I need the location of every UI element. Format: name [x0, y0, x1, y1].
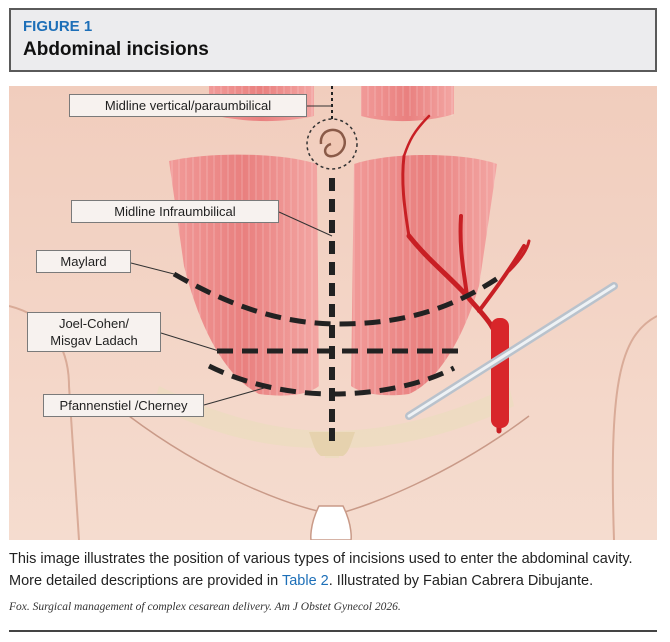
leader-pfannenstiel	[203, 387, 265, 406]
pubic-symphysis	[309, 432, 355, 456]
label-midline-vertical: Midline vertical/paraumbilical	[69, 94, 307, 117]
leader-maylard	[130, 262, 175, 275]
pfannenstiel-incision	[207, 363, 456, 397]
figure-label: FIGURE 1	[23, 18, 93, 35]
citation: Fox. Surgical management of complex cesa…	[9, 601, 401, 613]
figure-header: FIGURE 1 Abdominal incisions	[9, 8, 657, 72]
figure-caption: This image illustrates the position of v…	[9, 548, 659, 592]
label-pfannenstiel: Pfannenstiel /Cherney	[43, 394, 204, 417]
caption-text-2: . Illustrated by Fabian Cabrera Dibujant…	[328, 573, 594, 589]
crotch-shape	[310, 505, 352, 540]
maylard-incision	[172, 271, 503, 327]
figure-title: Abdominal incisions	[23, 39, 209, 60]
abdomen-illustration: Midline vertical/paraumbilical Midline I…	[9, 86, 657, 540]
label-joel-cohen-line2: Misgav Ladach	[50, 333, 138, 348]
label-midline-infraumbilical: Midline Infraumbilical	[71, 200, 279, 223]
umbilicus	[319, 128, 346, 158]
external-iliac-artery	[491, 318, 509, 428]
leader-midline-infra	[278, 211, 333, 237]
leader-joel-cohen	[160, 332, 220, 352]
table-link[interactable]: Table 2	[281, 573, 329, 589]
umbilicus-incision-dotted	[306, 118, 358, 170]
caption-text-1: This image illustrates the position of v…	[9, 551, 633, 589]
bottom-rule	[9, 630, 657, 632]
label-maylard: Maylard	[36, 250, 131, 273]
label-joel-cohen-line1: Joel-Cohen/	[58, 316, 130, 331]
label-joel-cohen: Joel-Cohen/ Misgav Ladach	[27, 312, 161, 352]
groin-line-left	[128, 415, 332, 515]
groin-line-right	[336, 415, 530, 515]
